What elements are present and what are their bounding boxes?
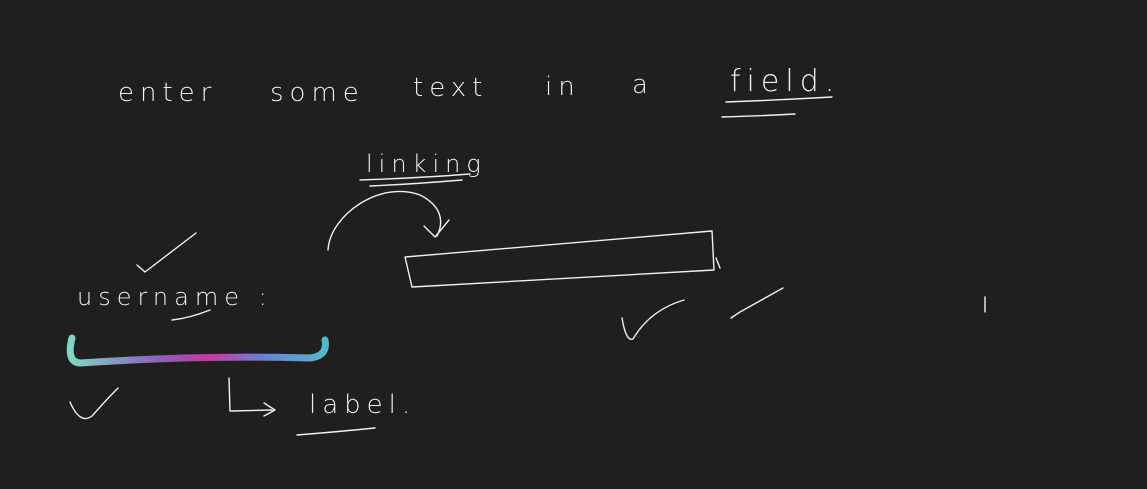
check-icon [136,232,197,273]
underline-label [296,427,376,436]
word-some: some [270,78,365,108]
underline-username [171,309,211,321]
check-icon [730,287,784,319]
word-a: a [632,70,654,100]
text-field-box [404,230,721,288]
label-linking: linking [366,150,487,178]
word-text: text [413,73,488,103]
linking-arrow [327,190,442,251]
arrow-head-icon [423,219,450,238]
underline-linking [359,173,471,187]
underline-field [721,96,833,118]
word-enter: enter [118,78,217,108]
label-username: username : [77,283,273,311]
label-label: label. [309,390,416,420]
highlighter-bracket [66,334,329,367]
word-field: field. [730,64,840,99]
label-arrow [228,377,276,417]
check-icon [621,299,685,341]
check-icon [69,387,119,420]
word-in: in [545,72,581,102]
